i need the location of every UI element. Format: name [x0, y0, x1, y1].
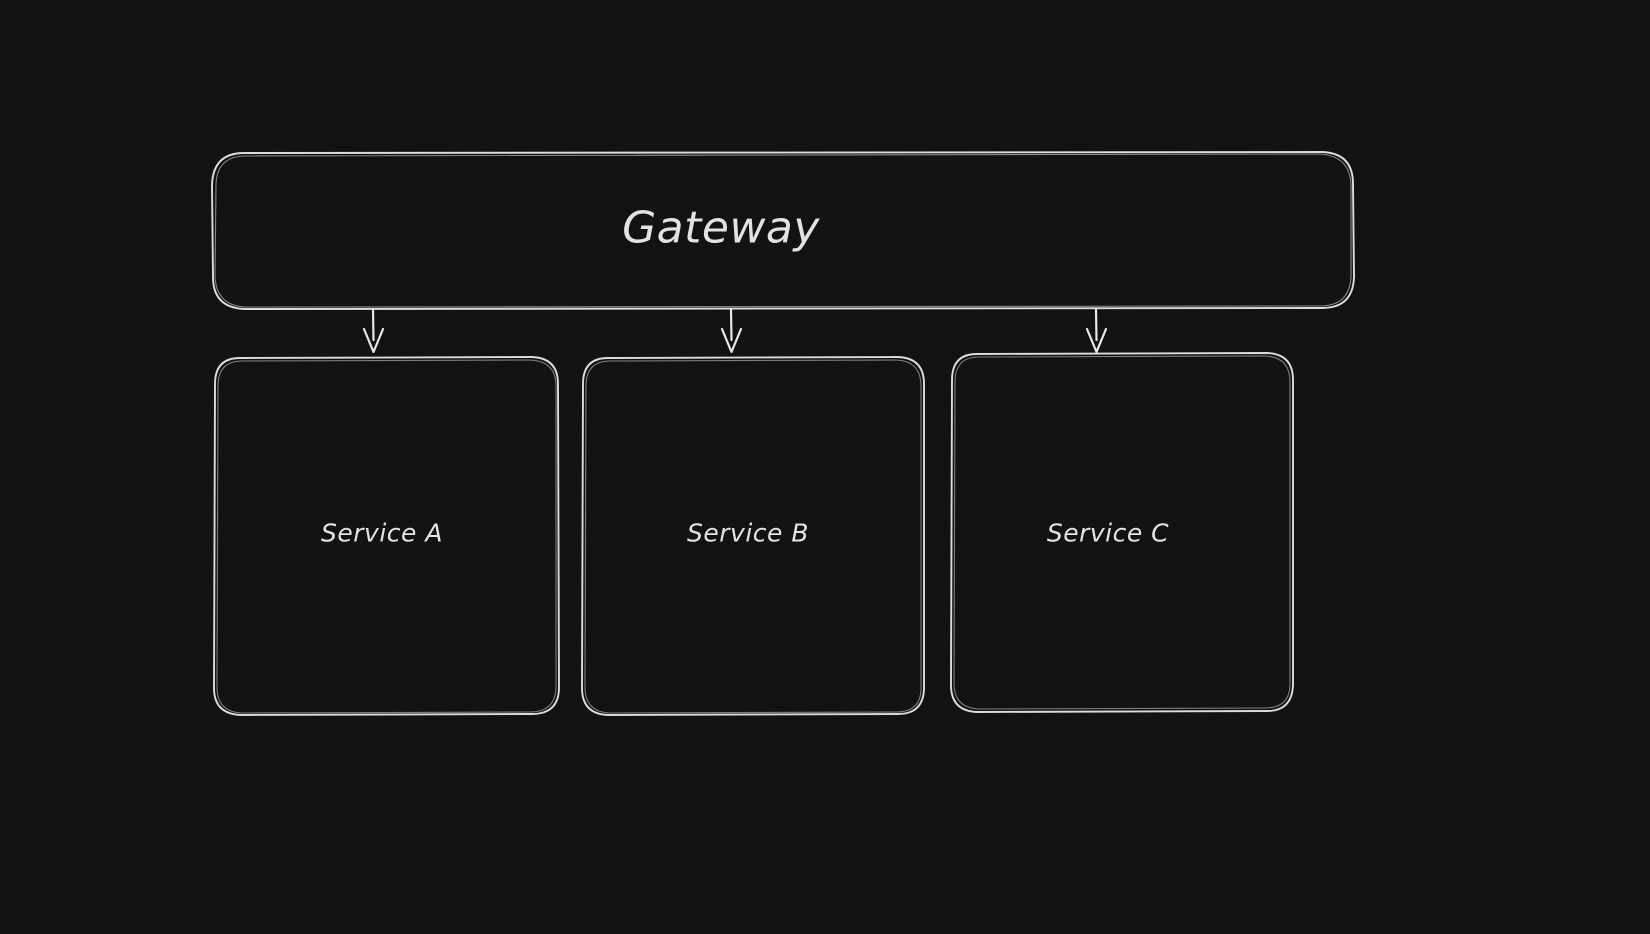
edge-gateway-to-service-a	[362, 307, 385, 354]
node-service-c-shape[interactable]	[950, 352, 1294, 713]
node-service-b-shape[interactable]	[581, 356, 925, 716]
node-gateway-label: Gateway	[622, 202, 820, 254]
node-service-b-label: Service B	[687, 518, 809, 548]
node-gateway-shape[interactable]	[211, 151, 1355, 310]
edge-gateway-to-service-c	[1085, 307, 1108, 354]
node-service-a-shape[interactable]	[213, 356, 560, 716]
edge-gateway-to-service-b	[720, 307, 743, 354]
node-service-c-label: Service C	[1046, 518, 1170, 548]
node-service-a-label: Service A	[321, 518, 443, 548]
